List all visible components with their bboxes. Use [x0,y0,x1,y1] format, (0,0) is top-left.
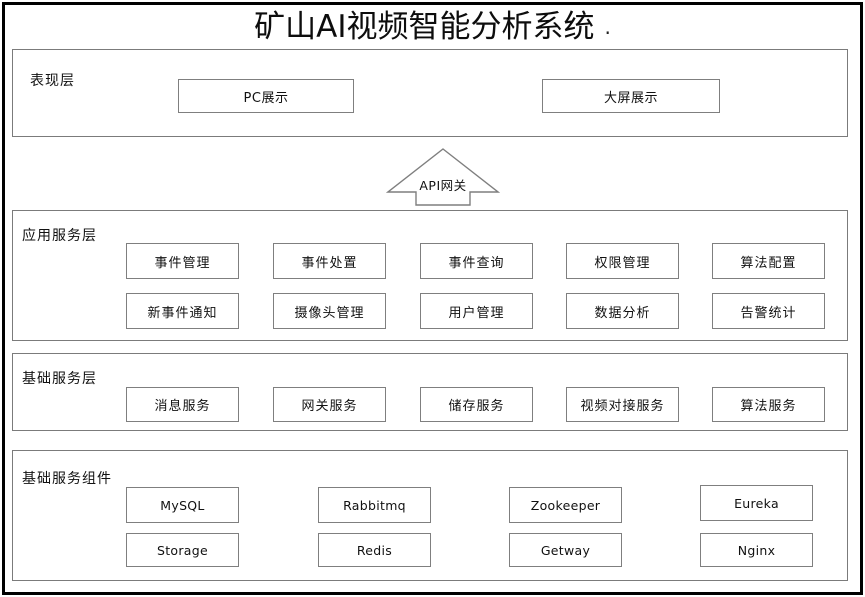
layer-label-presentation: 表现层 [30,73,75,89]
node-new-event-notification[interactable]: 新事件通知 [126,293,239,329]
node-mysql[interactable]: MySQL [126,487,239,523]
node-storage[interactable]: Storage [126,533,239,567]
node-zookeeper[interactable]: Zookeeper [509,487,622,523]
layer-label-application-service: 应用服务层 [22,228,97,244]
node-storage-service[interactable]: 储存服务 [420,387,533,422]
node-event-handling[interactable]: 事件处置 [273,243,386,279]
node-alarm-statistics[interactable]: 告警统计 [712,293,825,329]
node-nginx[interactable]: Nginx [700,533,813,567]
layer-label-basic-components: 基础服务组件 [22,471,112,487]
title-trailing-mark: . [604,15,611,39]
up-arrow-icon [386,148,500,206]
api-gateway[interactable]: API网关 [386,147,500,207]
layer-label-basic-service: 基础服务层 [22,371,97,387]
node-data-analysis[interactable]: 数据分析 [566,293,679,329]
node-algorithm-service[interactable]: 算法服务 [712,387,825,422]
node-pc-display[interactable]: PC展示 [178,79,354,113]
node-event-query[interactable]: 事件查询 [420,243,533,279]
layer-presentation [12,49,848,137]
node-video-integration-service[interactable]: 视频对接服务 [566,387,679,422]
node-message-service[interactable]: 消息服务 [126,387,239,422]
node-redis[interactable]: Redis [318,533,431,567]
page-title-text: 矿山AI视频智能分析系统 [254,9,595,45]
node-gateway-service[interactable]: 网关服务 [273,387,386,422]
node-rabbitmq[interactable]: Rabbitmq [318,487,431,523]
node-user-management[interactable]: 用户管理 [420,293,533,329]
node-algorithm-config[interactable]: 算法配置 [712,243,825,279]
node-getway[interactable]: Getway [509,533,622,567]
node-event-management[interactable]: 事件管理 [126,243,239,279]
page-title: 矿山AI视频智能分析系统. [0,8,865,46]
node-bigscreen-display[interactable]: 大屏展示 [542,79,720,113]
node-eureka[interactable]: Eureka [700,485,813,521]
node-permission-management[interactable]: 权限管理 [566,243,679,279]
node-camera-management[interactable]: 摄像头管理 [273,293,386,329]
